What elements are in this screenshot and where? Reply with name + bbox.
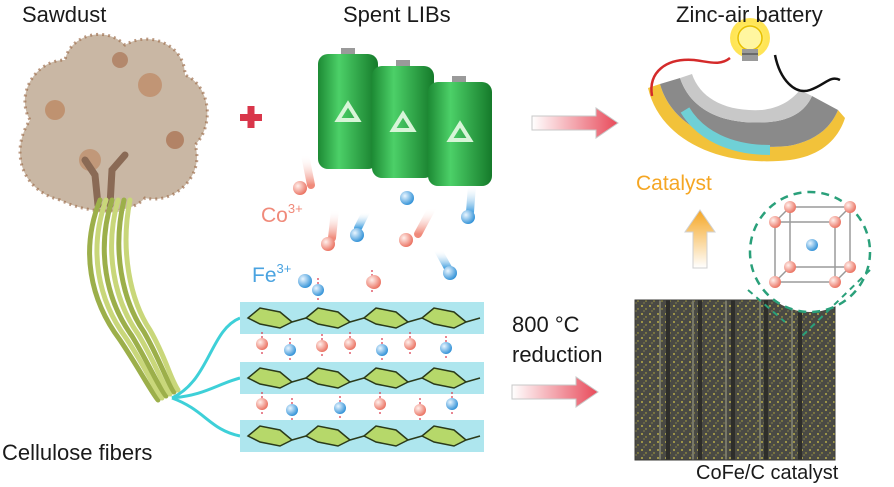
cellulose-chains [246,307,481,447]
zinc-air-battery [648,18,845,162]
label-process-step: reduction [512,342,603,367]
label-cofe-c-catalyst: CoFe/C catalyst [696,462,839,484]
label-process-temp: 800 °C [512,312,580,337]
arrow-to-battery [531,107,619,139]
cobalt-ion [344,338,356,350]
arrow-catalyst-up [684,209,716,269]
glycosidic-bond [407,435,423,441]
recycle-icon [334,100,474,142]
arrow-to-catalyst [511,376,599,408]
iron-symbol: Fe [252,264,277,287]
glycosidic-bond [349,317,365,323]
glycosidic-bond [407,317,423,323]
label-sawdust: Sawdust [22,2,106,27]
cobalt-ion [316,340,328,352]
glycosidic-bond [291,377,307,383]
battery-1 [318,48,378,169]
cobalt-ion [374,398,386,410]
falling-cobalt-ions [293,151,436,289]
battery-2 [372,60,434,178]
cobalt-ion [404,338,416,350]
label-cellulose-fibers: Cellulose fibers [2,440,152,465]
metal-coordination [256,270,458,422]
iron-ion [284,344,296,356]
glycosidic-bond [407,377,423,383]
glycosidic-bond [349,377,365,383]
iron-ion [312,284,324,296]
cofe-c-catalyst [634,299,836,461]
cobalt-symbol: Co [261,204,288,227]
label-cobalt-ion: Co3+ [261,201,303,227]
label-spent-libs: Spent LIBs [343,2,451,27]
iron-ion [286,404,298,416]
cobalt-ion [256,338,268,350]
iron-ion [334,402,346,414]
cobalt-charge: 3+ [288,201,303,216]
cellulose-fiber-bundle [87,197,181,403]
iron-ion [376,344,388,356]
glycosidic-bond [465,435,481,441]
glycosidic-bond [465,317,481,323]
falling-iron-ions [298,166,476,288]
glycosidic-bond [465,377,481,383]
fiber-connectors [171,316,241,438]
label-catalyst: Catalyst [636,172,712,195]
glycosidic-bond [291,317,307,323]
iron-charge: 3+ [277,261,292,276]
sawdust-tree [18,32,209,213]
cobalt-ion [414,404,426,416]
glycosidic-bond [291,435,307,441]
spent-lib-batteries [318,48,492,186]
crystal-atoms [769,201,856,288]
label-iron-ion: Fe3+ [252,261,291,287]
plus-icon [240,106,262,128]
battery-3 [428,76,492,186]
label-zinc-air-battery: Zinc-air battery [676,2,823,27]
crystal-zoom [747,190,872,339]
glycosidic-bond [349,435,365,441]
cobalt-ion [256,398,268,410]
lightbulb-icon [730,18,770,61]
iron-ion [446,398,458,410]
iron-ion [440,342,452,354]
